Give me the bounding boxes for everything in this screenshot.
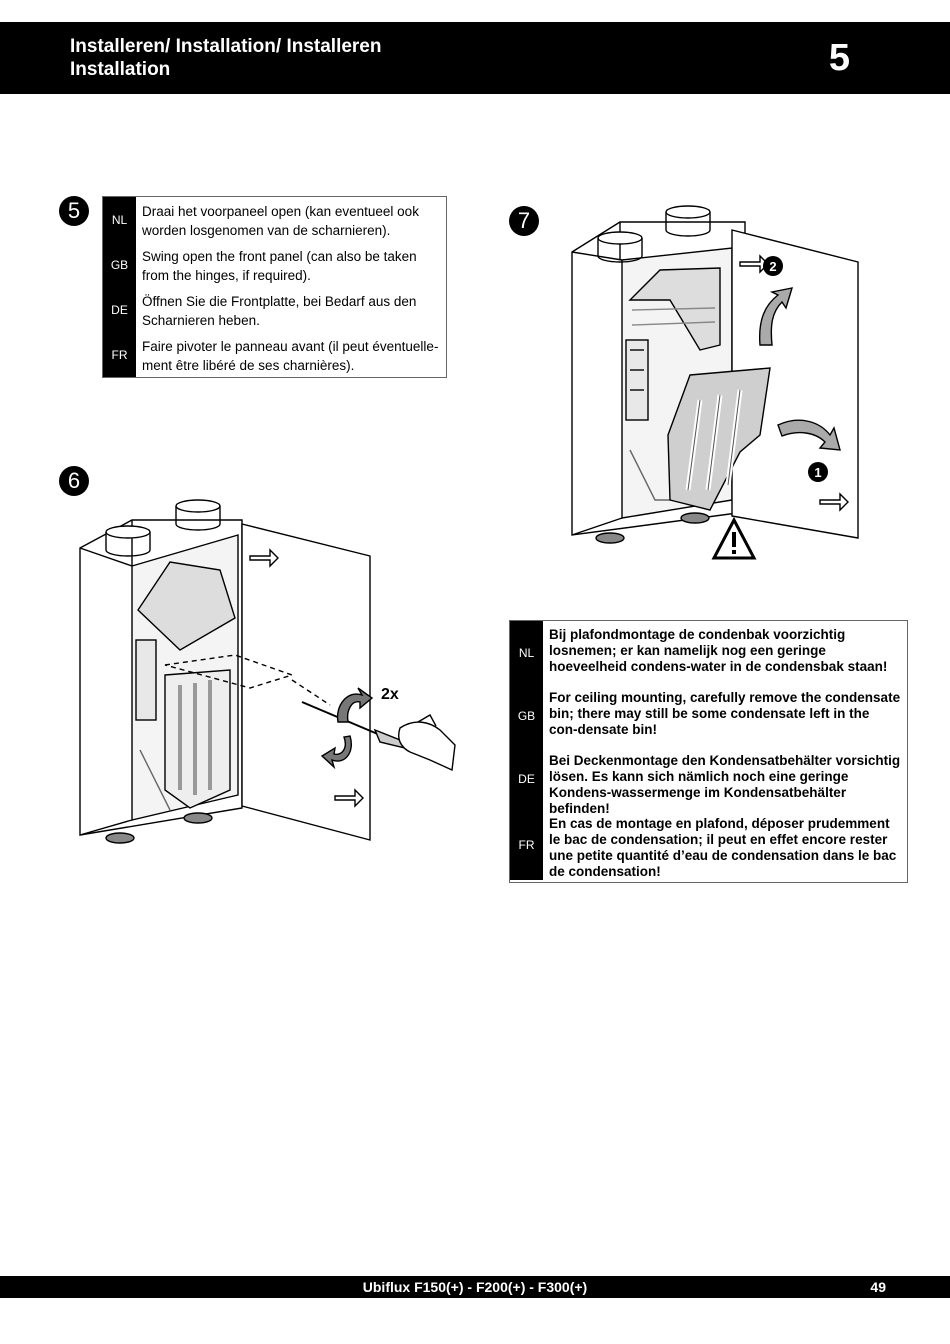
step-6-illustration: [79, 499, 456, 844]
step-5-badge: 5: [59, 196, 89, 226]
warning-instructions: NL Bij plafondmontage de condenbak voorz…: [509, 620, 908, 883]
page-number: 49: [870, 1279, 886, 1295]
section-title: Installeren/ Installation/ Installeren I…: [70, 35, 381, 81]
lang-label: DE: [103, 287, 136, 332]
lang-label: NL: [510, 621, 543, 684]
instruction-text: Swing open the front panel (can also be …: [142, 249, 417, 283]
lang-label: GB: [103, 242, 136, 287]
lang-label: DE: [510, 747, 543, 810]
model-name: Ubiflux F150(+) - F200(+) - F300(+): [362, 1279, 588, 1295]
step-7-illustration: 2 1: [571, 205, 859, 560]
step-5-instructions: NL Draai het voorpaneel open (kan eventu…: [102, 196, 447, 378]
title-line-1: Installeren/ Installation/ Installeren: [70, 36, 382, 57]
lang-label: FR: [510, 810, 543, 880]
warning-text: Bei Deckenmontage den Kondensatbehälter …: [549, 753, 901, 816]
svg-text:2: 2: [769, 259, 776, 274]
chapter-number: 5: [828, 37, 850, 79]
step-6-badge: 6: [59, 466, 89, 496]
svg-text:1: 1: [814, 465, 821, 480]
screw-count-label: 2x: [381, 686, 399, 703]
step-7-badge: 7: [509, 206, 539, 236]
warning-text: En cas de montage en plafond, déposer pr…: [549, 816, 897, 879]
instruction-text: Faire pivoter le panneau avant (il peut …: [142, 339, 439, 373]
page-footer: Ubiflux F150(+) - F200(+) - F300(+) 49: [0, 1276, 950, 1298]
warning-text: For ceiling mounting, carefully remove t…: [549, 690, 901, 737]
page-header: Installeren/ Installation/ Installeren I…: [0, 22, 950, 94]
lang-label: FR: [103, 332, 136, 377]
instruction-text: Öffnen Sie die Frontplatte, bei Bedarf a…: [142, 294, 417, 328]
lang-label: GB: [510, 684, 543, 747]
warning-text: Bij plafondmontage de condenbak voorzich…: [549, 627, 888, 674]
instruction-text: Draai het voorpaneel open (kan eventueel…: [142, 204, 419, 238]
title-line-2: Installation: [70, 59, 171, 80]
lang-label: NL: [103, 197, 136, 242]
